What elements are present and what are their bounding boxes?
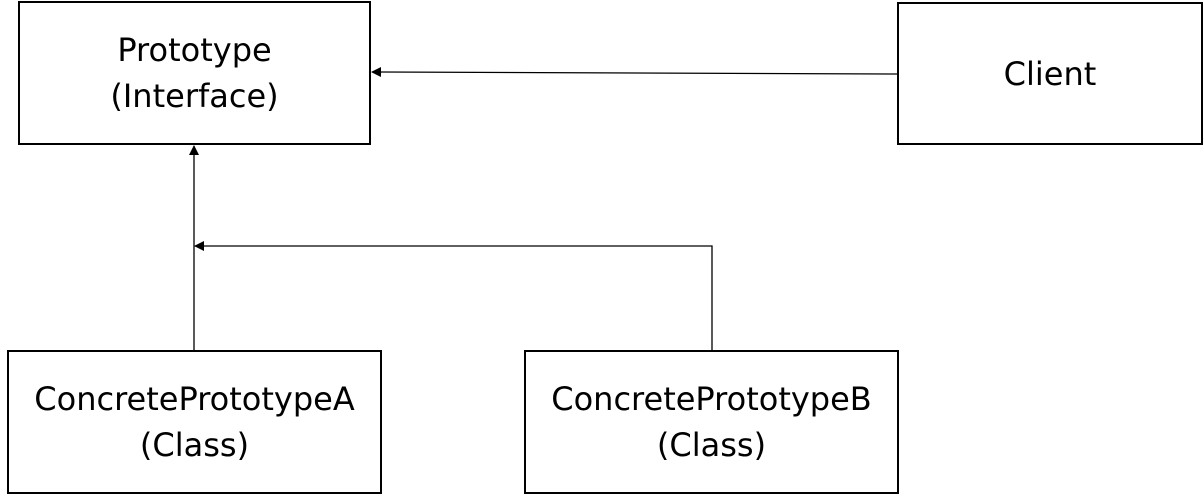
prototype-interface-node: Prototype (Interface)	[18, 1, 371, 145]
prototype-name-label: Prototype	[117, 31, 272, 69]
edge-concrete-b-to-prototype	[194, 241, 713, 350]
client-name-label: Client	[1003, 54, 1097, 93]
prototype-kind-label: (Interface)	[110, 77, 279, 115]
concrete-prototype-b-node: ConcretePrototypeB (Class)	[524, 350, 899, 494]
concrete-b-kind-label: (Class)	[656, 426, 767, 464]
concrete-a-kind-label: (Class)	[139, 426, 250, 464]
concrete-b-name-label: ConcretePrototypeB	[551, 380, 872, 418]
client-node: Client	[897, 2, 1203, 145]
concrete-a-name-label: ConcretePrototypeA	[34, 380, 355, 418]
edge-client-to-prototype	[371, 67, 898, 78]
concrete-prototype-a-node: ConcretePrototypeA (Class)	[7, 350, 382, 494]
